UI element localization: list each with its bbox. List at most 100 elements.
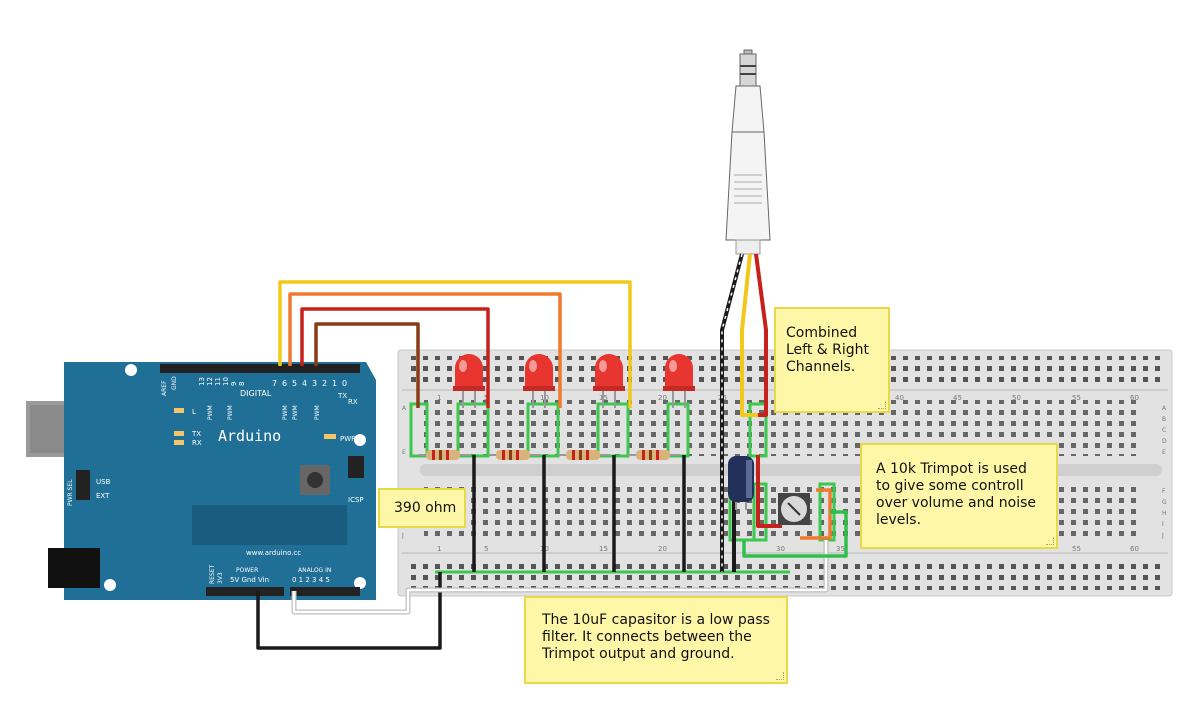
row-letter: J [401, 532, 404, 539]
jack-leads [720, 253, 782, 572]
red-led [663, 354, 695, 408]
arduino-board: 13 12 11 10 9 8 AREF GND 7 6 5 4 3 2 1 0… [26, 362, 376, 600]
analog-header [290, 587, 360, 596]
resistor [558, 450, 610, 460]
column-number: 20 [658, 545, 667, 553]
digital-pin-label: 8 [238, 382, 246, 386]
channels-note: Combined Left & Right Channels. [774, 307, 890, 413]
wires [256, 280, 829, 650]
led-l-label: L [192, 408, 196, 416]
power-label: POWER [236, 567, 258, 574]
digital-pin-label: 12 [206, 377, 214, 386]
row-letter: E [402, 449, 406, 456]
pwm-label: PWM [207, 405, 214, 420]
digital-pin-label: 0 [342, 379, 347, 388]
rx-label: RX [348, 398, 358, 406]
resistor [628, 450, 680, 460]
resistor [418, 450, 470, 460]
orange-trimpot-wire [800, 488, 832, 540]
note-line: to give some controll [876, 478, 1024, 494]
tx-led-label: TX [191, 430, 201, 438]
leds [453, 354, 695, 408]
brand-label: Arduino [218, 427, 281, 445]
ext-label: EXT [96, 492, 110, 500]
trimpot-note: A 10k Trimpot is used to give some contr… [860, 443, 1058, 549]
row-letter: I [1162, 521, 1164, 528]
microcontroller [192, 505, 347, 545]
digital-pin-label: 11 [214, 377, 222, 386]
digital-pin-label: 5 [292, 379, 297, 388]
column-number: 55 [1072, 394, 1081, 402]
note-line: Channels. [786, 359, 856, 375]
v3-label: 3V3 [217, 572, 224, 584]
orange-wire [288, 292, 562, 408]
usb-label: USB [96, 478, 111, 486]
digital-pin-label: 1 [332, 379, 337, 388]
mounting-hole [125, 364, 137, 376]
ground-jumpers [472, 455, 686, 572]
gnd-wire [256, 572, 442, 650]
column-number: 30 [776, 545, 785, 553]
row-letter: A [1162, 405, 1167, 412]
tx-label: TX [337, 392, 347, 400]
row-letter: J [1161, 532, 1164, 539]
analog-pins-label: 0 1 2 3 4 5 [292, 576, 330, 584]
digital-pin-label: 4 [302, 379, 307, 388]
mounting-hole [104, 579, 116, 591]
column-number: 1 [437, 394, 441, 402]
right-lead [754, 253, 768, 417]
pwm-label: PWM [227, 405, 234, 420]
row-letter: E [1162, 449, 1166, 456]
red-led [593, 354, 625, 408]
column-number: 55 [1072, 545, 1081, 553]
left-lead [740, 253, 760, 417]
column-number: 45 [953, 394, 962, 402]
resistor [488, 450, 540, 460]
column-number: 20 [658, 394, 667, 402]
jumper [76, 470, 90, 500]
note-line: 390 ohm [394, 500, 457, 516]
aref-label: AREF [161, 380, 168, 396]
pwm-label: PWM [292, 405, 299, 420]
icsp-label: ICSP [348, 496, 364, 504]
power-pins-label: 5V Gnd Vin [230, 576, 269, 584]
column-number: 60 [1130, 545, 1139, 553]
audio-red-jumper [756, 455, 782, 528]
digital-pin-label: 10 [222, 377, 230, 386]
pwr-sel-label: PWR SEL [67, 479, 74, 506]
mounting-hole [354, 577, 366, 589]
capacitor [728, 456, 754, 510]
yellow-wire [278, 280, 632, 408]
digital-pin-label: 13 [198, 377, 206, 386]
column-number: 5 [484, 394, 488, 402]
row-letter: F [1162, 488, 1166, 495]
audio-jack [725, 49, 771, 255]
bottom-power-rail [404, 562, 1166, 590]
capacitor-note: The 10uF capasitor is a low pass filter.… [524, 596, 788, 684]
note-line: Left & Right [786, 342, 870, 358]
digital-pin-label: 7 [272, 379, 277, 388]
note-line: Combined [786, 325, 858, 341]
green-wire [742, 510, 848, 558]
digital-pin-label: 9 [230, 382, 238, 386]
column-number: 35 [836, 545, 845, 553]
column-number: 5 [484, 545, 488, 553]
pwm-label: PWM [314, 405, 321, 420]
red-wire [300, 307, 490, 408]
digital-pin-label: 3 [312, 379, 317, 388]
note-line: Trimpot output and ground. [542, 646, 735, 662]
url-label: www.arduino.cc [246, 549, 301, 557]
resistors [418, 450, 680, 460]
digital-header [160, 364, 360, 373]
red-led [453, 354, 485, 408]
digital-label: DIGITAL [240, 389, 272, 398]
column-number: 60 [1130, 394, 1139, 402]
analog-in-label: ANALOG IN [298, 567, 331, 574]
note-line: filter. It connects between the [542, 629, 752, 645]
digital-pin-label: 6 [282, 379, 287, 388]
pwm-label: PWM [282, 405, 289, 420]
row-letter: D [1162, 438, 1167, 445]
note-line: The 10uF capasitor is a low pass [542, 612, 770, 628]
note-line: A 10k Trimpot is used [876, 461, 1027, 477]
resistor-note: 390 ohm [378, 488, 466, 528]
